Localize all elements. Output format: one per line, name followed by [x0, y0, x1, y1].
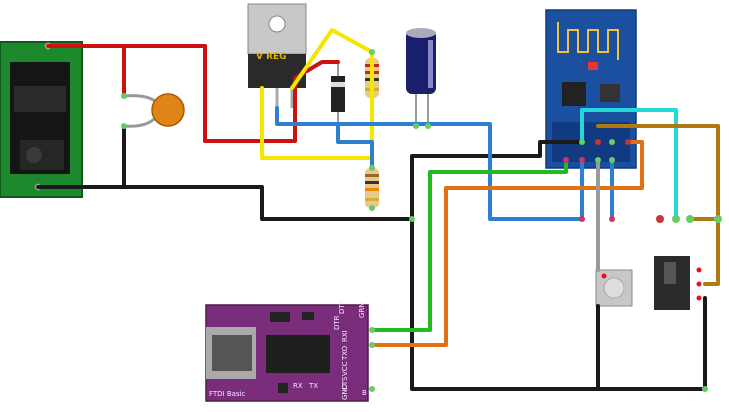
push-button	[595, 269, 633, 307]
wire-orange	[370, 140, 644, 347]
ftdi-tx-label: TX	[308, 382, 318, 390]
wire-red-1	[46, 44, 340, 143]
regulator-label: V REG	[256, 52, 287, 62]
electrolytic-capacitor	[406, 28, 436, 126]
ftdi-pin-txo-label: TXO	[341, 345, 349, 361]
diode	[331, 62, 345, 126]
ftdi-rx-label: RX	[293, 382, 303, 390]
ftdi-pin-cts-label: CTS	[341, 376, 349, 390]
wire-brown	[596, 124, 720, 286]
ceramic-capacitor	[123, 93, 185, 128]
ftdi-pin-dtr: DTR	[338, 299, 346, 314]
wire-black-3	[410, 217, 707, 391]
ftdi-label: FTDI Basic	[209, 390, 246, 398]
wire-yellow	[260, 28, 374, 160]
voltage-regulator: V REG	[247, 3, 307, 108]
slide-switch	[654, 256, 702, 310]
wire-black-main	[36, 140, 584, 221]
esp8266-module	[545, 9, 637, 169]
junction-dots	[121, 49, 722, 392]
ftdi-pin-gnd-label: GND	[341, 384, 349, 400]
ftdi-board: FTDI Basic DTR DTR RXI TXO VCC CTS GND T…	[205, 299, 369, 402]
ftdi-pin-vcc-label: VCC	[341, 361, 349, 376]
ftdi-pin-dtr-label: DTR	[333, 315, 341, 330]
ftdi-corner-bottom: B	[362, 389, 367, 397]
resistor-bottom	[365, 168, 379, 208]
ftdi-pin-rxi-label: RXI	[341, 330, 349, 342]
wire-blue-2	[336, 124, 374, 170]
ftdi-corner-top: GRN	[358, 302, 366, 318]
wire-cyan	[580, 108, 678, 221]
dc-jack	[0, 41, 83, 198]
wire-green	[370, 158, 568, 332]
